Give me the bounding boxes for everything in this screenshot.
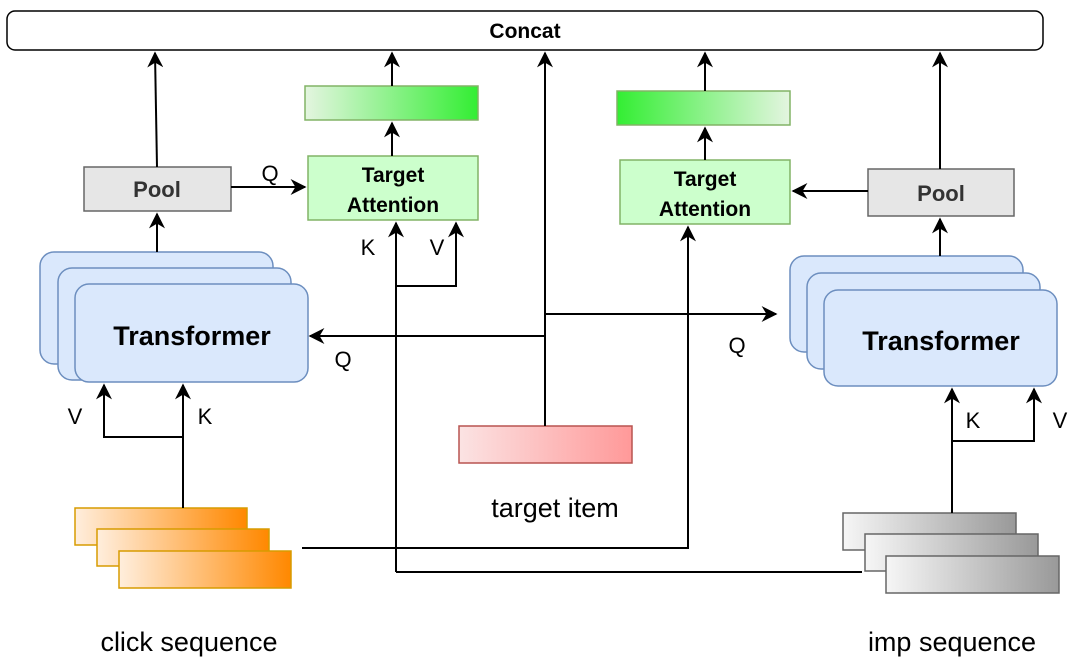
transformer-right-label: Transformer: [862, 326, 1020, 356]
q-label-left-transformer: Q: [334, 347, 351, 372]
transformer-left: Transformer: [39, 251, 309, 383]
output-vector-left: [304, 85, 479, 121]
target-item-label: target item: [491, 493, 619, 523]
concat-label: Concat: [489, 20, 560, 43]
target-attention-left-line2: Attention: [347, 194, 439, 217]
pool-left: Pool: [83, 166, 232, 212]
imp-sequence-stack: [842, 512, 1060, 594]
target-attention-left: Target Attention: [307, 155, 479, 221]
v-label-right-transformer: V: [1053, 408, 1068, 433]
target-attention-left-line1: Target: [362, 164, 425, 187]
click-sequence-label: click sequence: [100, 627, 277, 657]
q-label-right-transformer: Q: [728, 333, 745, 358]
pool-right: Pool: [867, 168, 1015, 217]
transformer-left-label: Transformer: [113, 321, 271, 351]
pool-left-label: Pool: [133, 177, 181, 202]
k-label-left-attention: K: [361, 235, 376, 260]
pool-right-label: Pool: [917, 181, 965, 206]
target-item-box: [458, 425, 633, 464]
transformer-right: Transformer: [789, 255, 1058, 387]
imp-sequence-label: imp sequence: [868, 627, 1036, 657]
target-attention-right-line1: Target: [674, 168, 737, 191]
k-label-left-transformer: K: [198, 404, 213, 429]
v-label-left-transformer: V: [68, 404, 83, 429]
q-label-left-pool: Q: [261, 161, 278, 186]
v-label-left-attention: V: [430, 235, 445, 260]
k-label-right-transformer: K: [966, 408, 981, 433]
output-vector-right: [616, 90, 791, 126]
concat-box: Concat: [6, 10, 1044, 51]
connectors: [96, 51, 1042, 573]
click-sequence-stack: [74, 507, 292, 589]
target-attention-right-line2: Attention: [659, 198, 751, 221]
target-attention-right: Target Attention: [619, 159, 791, 225]
